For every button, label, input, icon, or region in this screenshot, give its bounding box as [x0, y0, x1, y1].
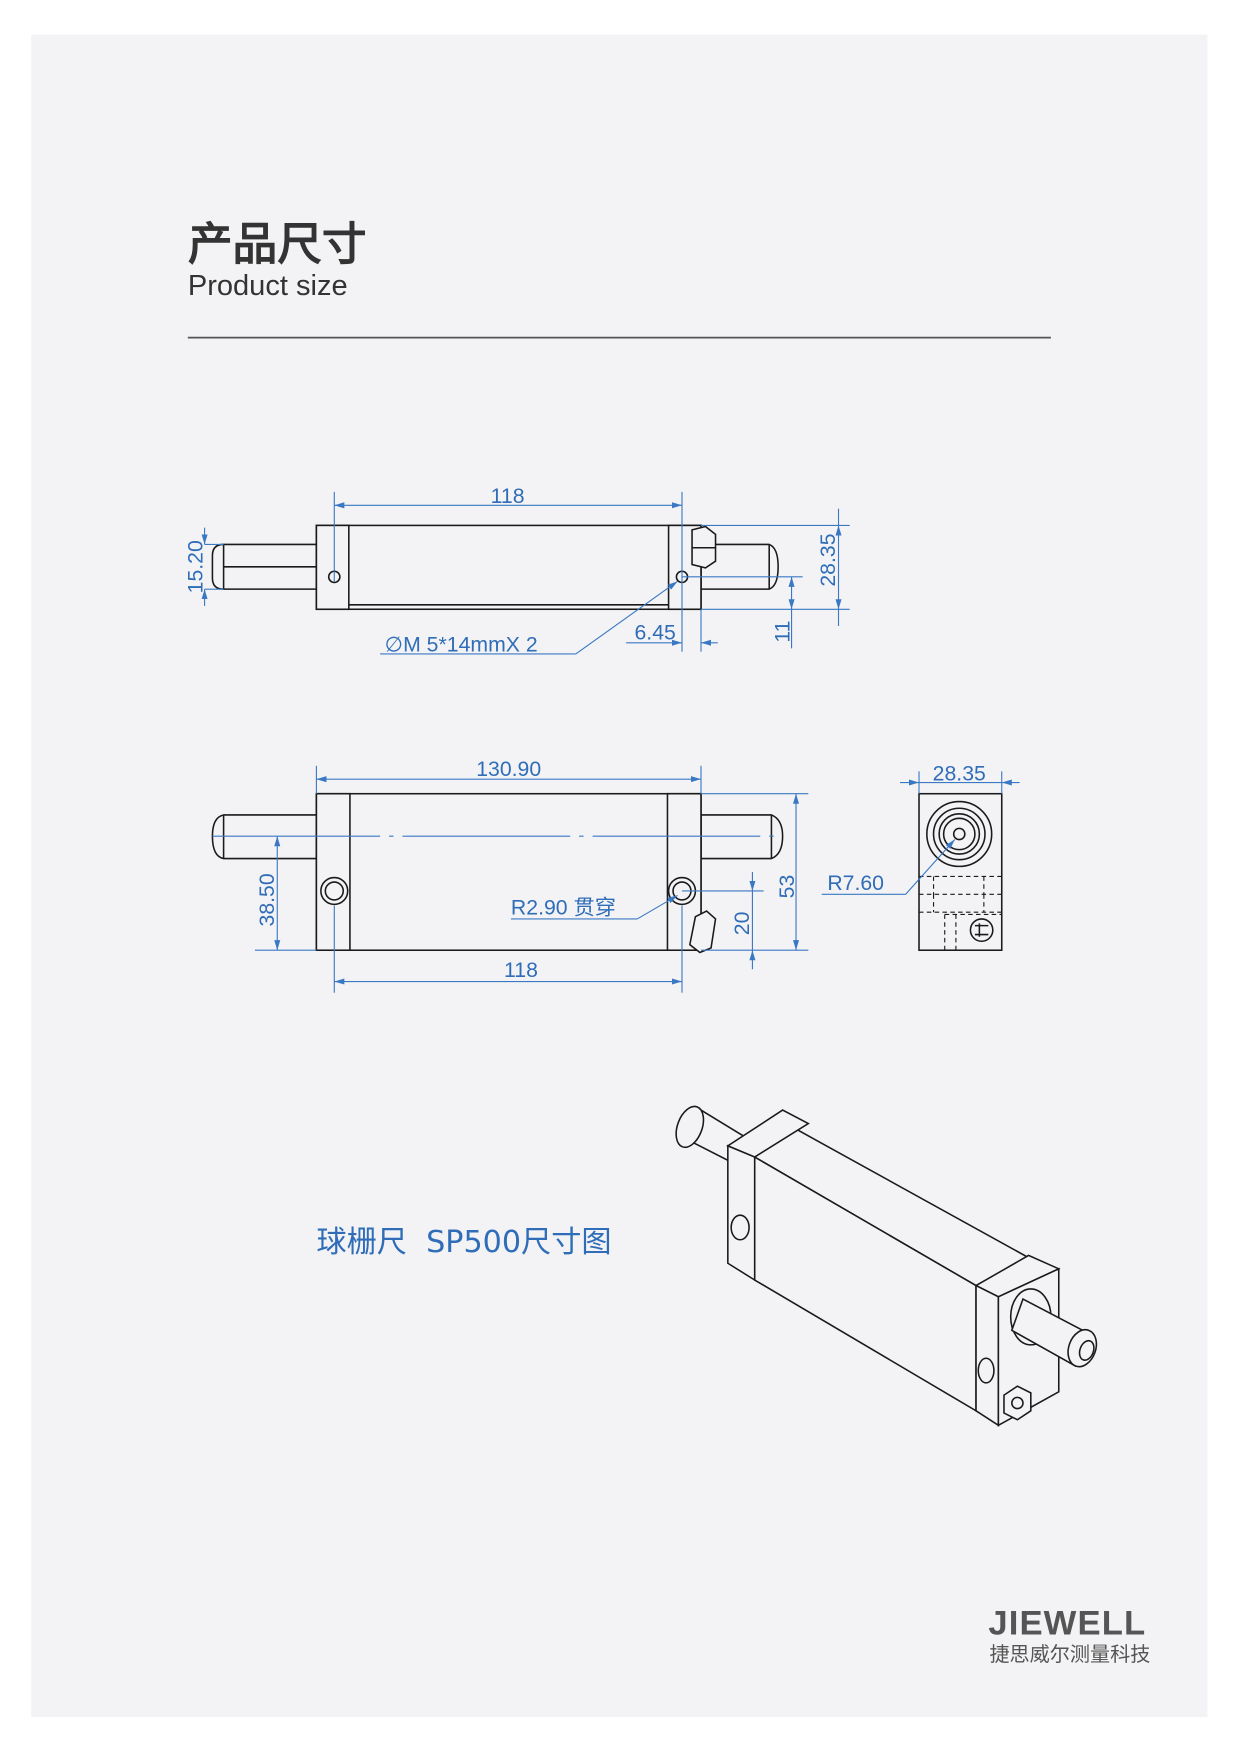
hex-nut [688, 910, 717, 954]
side-view-dimensions: 28.35 R7.60 [821, 761, 1020, 895]
dim-side-radius: R7.60 [827, 871, 884, 895]
side-view-drawing [918, 792, 1003, 952]
hole-note: R2.90 贯穿 [511, 895, 616, 919]
side-nut [969, 918, 994, 943]
dim-hole-spacing: 118 [504, 958, 538, 982]
isometric-view [675, 1105, 1098, 1427]
left-block [727, 1144, 756, 1282]
iso-nut [1003, 1385, 1032, 1421]
dim-total-height: 53 [775, 875, 799, 899]
front-view-drawing [211, 792, 784, 954]
dim-top-height: 28.35 [816, 534, 840, 587]
drawing-caption: 球栅尺 SP500尺寸图 [316, 1225, 611, 1260]
body [315, 792, 702, 952]
top-view-drawing [211, 524, 779, 611]
hole-spec-note: ∅M 5*14mmX 2 [385, 633, 538, 657]
through-hole [320, 876, 349, 906]
company-name: 捷思威尔测量科技 [989, 1642, 1150, 1666]
page-subtitle: Product size [188, 270, 348, 302]
front-view-dimensions: 130.90 38.50 R2.90 贯穿 20 53 118 [254, 757, 809, 993]
dim-hole-offset: 11 [770, 621, 794, 643]
dim-top-length: 118 [491, 484, 525, 508]
top-view-dimensions: 118 15.20 28.35 11 6.45 ∅M 5*14mmX 2 [183, 484, 850, 657]
dim-hole-height: 20 [730, 912, 754, 936]
dim-side-width: 28.35 [933, 761, 986, 785]
dim-edge-offset: 6.45 [634, 620, 675, 644]
body [315, 524, 702, 611]
page-title: 产品尺寸 [188, 217, 367, 270]
left-shaft-end [675, 1105, 705, 1149]
dim-shaft-height: 38.50 [255, 873, 279, 926]
left-block [315, 524, 350, 611]
left-block [315, 792, 351, 952]
right-shaft [700, 543, 779, 590]
right-block [975, 1284, 1000, 1427]
dim-overall-length: 130.90 [476, 757, 541, 781]
brand-logo: JIEWELL [988, 1604, 1146, 1642]
dim-shaft-diameter: 15.20 [183, 540, 207, 593]
